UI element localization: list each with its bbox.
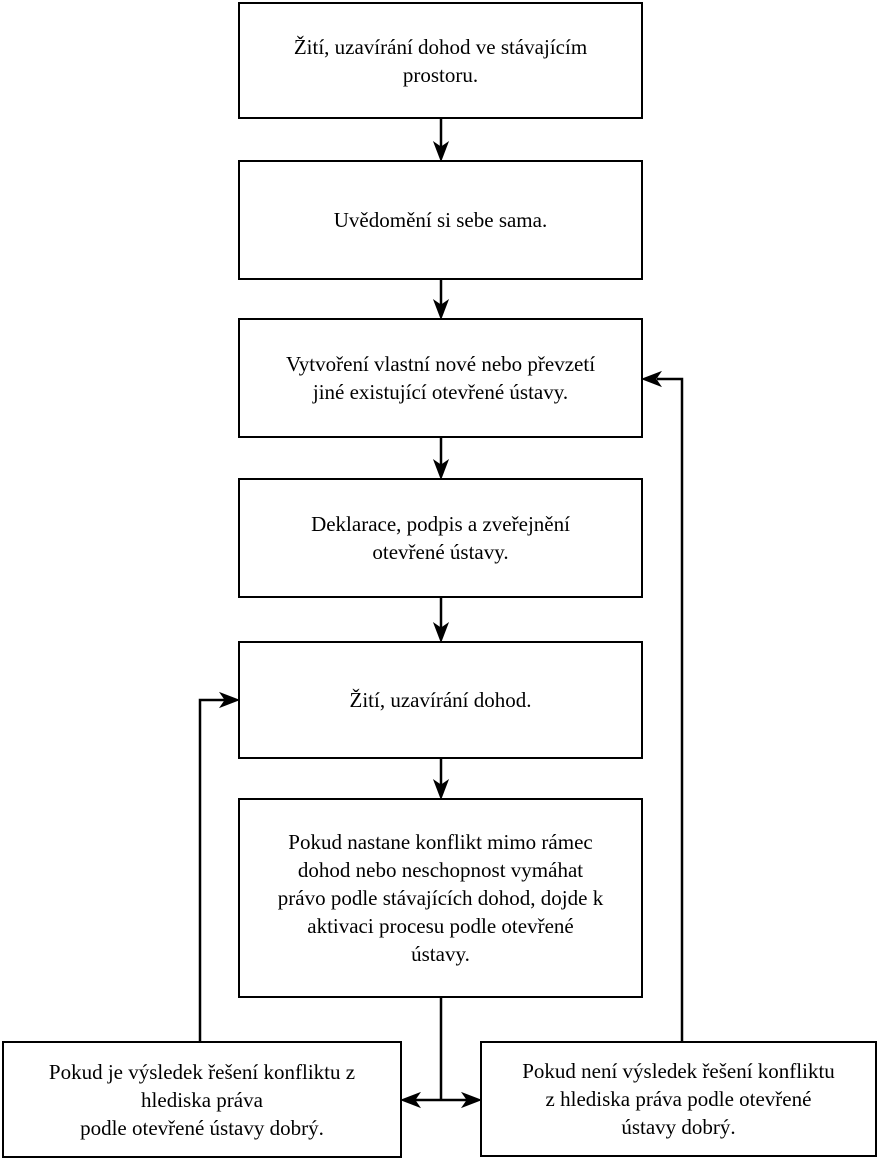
node-declaration-signing-publication: Deklarace, podpis a zveřejnění otevřené … xyxy=(238,478,643,598)
node-declaration-signing-publication-label: Deklarace, podpis a zveřejnění otevřené … xyxy=(311,512,570,564)
node-conflict-activates-process-label: Pokud nastane konflikt mimo rámec dohod … xyxy=(277,830,604,966)
node-conflict-activates-process: Pokud nastane konflikt mimo rámec dohod … xyxy=(238,798,643,998)
node-living-agreements: Žití, uzavírání dohod. xyxy=(238,641,643,759)
edge-create-constitution-to-declaration xyxy=(432,438,450,481)
edge-conflict-to-outcomes-double-arrow xyxy=(399,998,483,1109)
edge-outcome-good-feedback-to-living-agreements xyxy=(198,691,241,1041)
node-create-or-adopt-constitution: Vytvoření vlastní nové nebo převzetí jin… xyxy=(238,318,643,438)
node-create-or-adopt-constitution-label: Vytvoření vlastní nové nebo převzetí jin… xyxy=(285,352,596,404)
node-outcome-bad-label: Pokud není výsledek řešení konfliktu z h… xyxy=(522,1059,835,1139)
edge-living-existing-to-awareness xyxy=(432,119,450,163)
node-outcome-bad: Pokud není výsledek řešení konfliktu z h… xyxy=(480,1041,877,1157)
node-self-awareness: Uvědomění si sebe sama. xyxy=(238,160,643,280)
node-living-existing-space-label: Žití, uzavírání dohod ve stávajícím pros… xyxy=(293,34,588,87)
edge-awareness-to-create-constitution xyxy=(432,280,450,321)
edge-living-agreements-to-conflict xyxy=(432,759,450,801)
edge-outcome-bad-feedback-to-create-constitution xyxy=(640,370,684,1041)
node-self-awareness-label: Uvědomění si sebe sama. xyxy=(333,208,548,232)
node-outcome-good: Pokud je výsledek řešení konfliktu z hle… xyxy=(2,1041,402,1158)
node-outcome-good-label: Pokud je výsledek řešení konfliktu z hle… xyxy=(48,1059,356,1140)
edge-declaration-to-living-agreements xyxy=(432,598,450,644)
node-living-existing-space: Žití, uzavírání dohod ve stávajícím pros… xyxy=(238,2,643,119)
node-living-agreements-label: Žití, uzavírání dohod. xyxy=(349,688,532,712)
